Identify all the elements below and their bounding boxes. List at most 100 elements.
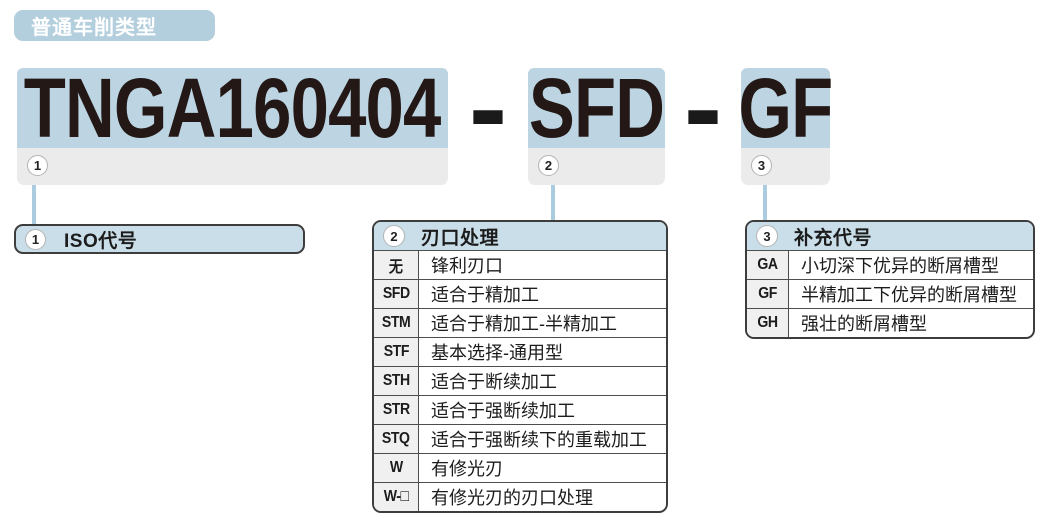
row-code-cell: STR: [374, 396, 419, 424]
callout-strip-2: 2: [528, 148, 665, 185]
row-desc: 小切深下优异的断屑槽型: [801, 256, 999, 276]
row-code: GA: [757, 256, 778, 273]
dash-glyph: -: [683, 44, 723, 172]
row-code-cell: STM: [374, 309, 419, 337]
row-code-cell: GH: [747, 309, 789, 337]
row-code: 无: [389, 259, 403, 276]
table-2-title: 刃口处理: [421, 227, 500, 249]
callout-strip-3: 3: [741, 148, 830, 185]
table-supplementary-code: 3 补充代号 GA 小切深下优异的断屑槽型 GF 半精加工下优异的断屑槽型 GH…: [745, 220, 1035, 339]
table-row: GA 小切深下优异的断屑槽型: [747, 250, 1033, 279]
callout-number-2: 2: [538, 155, 559, 176]
table-3-header: 3 补充代号: [747, 222, 1033, 250]
callout-number-3: 3: [751, 155, 772, 176]
row-desc: 适合于精加工-半精加工: [431, 314, 617, 334]
row-code: GH: [757, 314, 778, 331]
code-segment-edge-treatment: SFD: [528, 61, 665, 155]
row-code: STF: [383, 343, 409, 360]
section-title-badge: 普通车削类型: [14, 10, 215, 41]
row-desc: 基本选择-通用型: [431, 343, 563, 363]
row-desc-cell: 适合于强断续下的重载加工: [419, 425, 666, 453]
table-3-number: 3: [756, 225, 778, 247]
table-row: GF 半精加工下优异的断屑槽型: [747, 279, 1033, 308]
row-code: STQ: [382, 430, 410, 447]
row-desc-cell: 适合于精加工-半精加工: [419, 309, 666, 337]
table-2-header: 2 刃口处理: [374, 222, 666, 250]
connector-line-3: [763, 185, 767, 220]
row-desc: 适合于精加工: [431, 285, 539, 305]
row-code: W: [389, 459, 403, 476]
table-row: STR 适合于强断续加工: [374, 395, 666, 424]
callout-number-2-text: 2: [544, 158, 553, 173]
row-desc: 适合于强断续下的重载加工: [431, 430, 647, 450]
table-2-number: 2: [383, 225, 405, 247]
row-code: STH: [382, 372, 410, 389]
code-segment-iso: TNGA160404: [17, 61, 448, 155]
table-iso-code: 1 ISO代号: [14, 224, 305, 254]
row-code-cell: STF: [374, 338, 419, 366]
table-3-number-text: 3: [763, 228, 771, 244]
table-3-body: GA 小切深下优异的断屑槽型 GF 半精加工下优异的断屑槽型 GH 强壮的断屑槽…: [747, 250, 1033, 337]
row-code: STM: [381, 314, 411, 331]
row-desc-cell: 适合于精加工: [419, 280, 666, 308]
table-1-number-text: 1: [31, 231, 40, 247]
row-code-cell: SFD: [374, 280, 419, 308]
table-row: GH 强壮的断屑槽型: [747, 308, 1033, 337]
table-2-body: 无 锋利刃口 SFD 适合于精加工 STM 适合于精加工-半精加工 STF 基本…: [374, 250, 666, 511]
table-row: W-□ 有修光刃的刃口处理: [374, 482, 666, 511]
table-row: STQ 适合于强断续下的重载加工: [374, 424, 666, 453]
row-desc: 半精加工下优异的断屑槽型: [801, 285, 1017, 305]
table-1-title: ISO代号: [64, 230, 138, 252]
row-desc-cell: 有修光刃的刃口处理: [419, 483, 666, 511]
row-code: SFD: [382, 285, 410, 302]
row-desc-cell: 有修光刃: [419, 454, 666, 482]
row-code-cell: STQ: [374, 425, 419, 453]
section-title: 普通车削类型: [31, 17, 157, 39]
connector-line-2: [551, 185, 555, 220]
row-code: W-□: [383, 488, 409, 505]
connector-line-1: [32, 185, 36, 224]
row-desc: 有修光刃的刃口处理: [431, 488, 593, 508]
row-desc: 有修光刃: [431, 459, 503, 479]
row-desc: 适合于强断续加工: [431, 401, 575, 421]
table-row: SFD 适合于精加工: [374, 279, 666, 308]
row-desc-cell: 适合于断续加工: [419, 367, 666, 395]
row-code-cell: STH: [374, 367, 419, 395]
row-desc-cell: 基本选择-通用型: [419, 338, 666, 366]
table-1-number: 1: [25, 228, 46, 250]
callout-strip-1: 1: [17, 148, 448, 185]
code-segment-supplementary: GF: [738, 61, 833, 155]
callout-number-1-text: 1: [33, 158, 42, 173]
row-desc: 强壮的断屑槽型: [801, 314, 927, 334]
table-row: W 有修光刃: [374, 453, 666, 482]
row-desc-cell: 锋利刃口: [419, 251, 666, 279]
code-text-supplementary: GF: [738, 61, 833, 155]
row-desc-cell: 强壮的断屑槽型: [789, 309, 1033, 337]
code-text-edge-treatment: SFD: [528, 61, 665, 155]
row-code-cell: W-□: [374, 483, 419, 511]
table-row: STH 适合于断续加工: [374, 366, 666, 395]
row-desc-cell: 半精加工下优异的断屑槽型: [789, 280, 1033, 308]
row-desc: 适合于断续加工: [431, 372, 557, 392]
callout-number-1: 1: [27, 155, 48, 176]
table-edge-treatment: 2 刃口处理 无 锋利刃口 SFD 适合于精加工 STM 适合于精加工-半精加工: [372, 220, 668, 513]
row-code-cell: GA: [747, 251, 789, 279]
code-text-iso: TNGA160404: [24, 61, 442, 155]
table-3-title: 补充代号: [794, 227, 873, 249]
row-code: STR: [382, 401, 410, 418]
table-row: STF 基本选择-通用型: [374, 337, 666, 366]
dash-glyph: -: [468, 44, 508, 172]
row-code-cell: 无: [374, 251, 419, 279]
row-code-cell: GF: [747, 280, 789, 308]
row-code: GF: [758, 285, 777, 302]
table-row: 无 锋利刃口: [374, 250, 666, 279]
row-desc-cell: 小切深下优异的断屑槽型: [789, 251, 1033, 279]
row-desc: 锋利刃口: [431, 256, 503, 276]
callout-number-3-text: 3: [757, 158, 766, 173]
table-row: STM 适合于精加工-半精加工: [374, 308, 666, 337]
row-code-cell: W: [374, 454, 419, 482]
dash-separator: -: [448, 44, 528, 172]
row-desc-cell: 适合于强断续加工: [419, 396, 666, 424]
dash-separator: -: [665, 44, 741, 172]
